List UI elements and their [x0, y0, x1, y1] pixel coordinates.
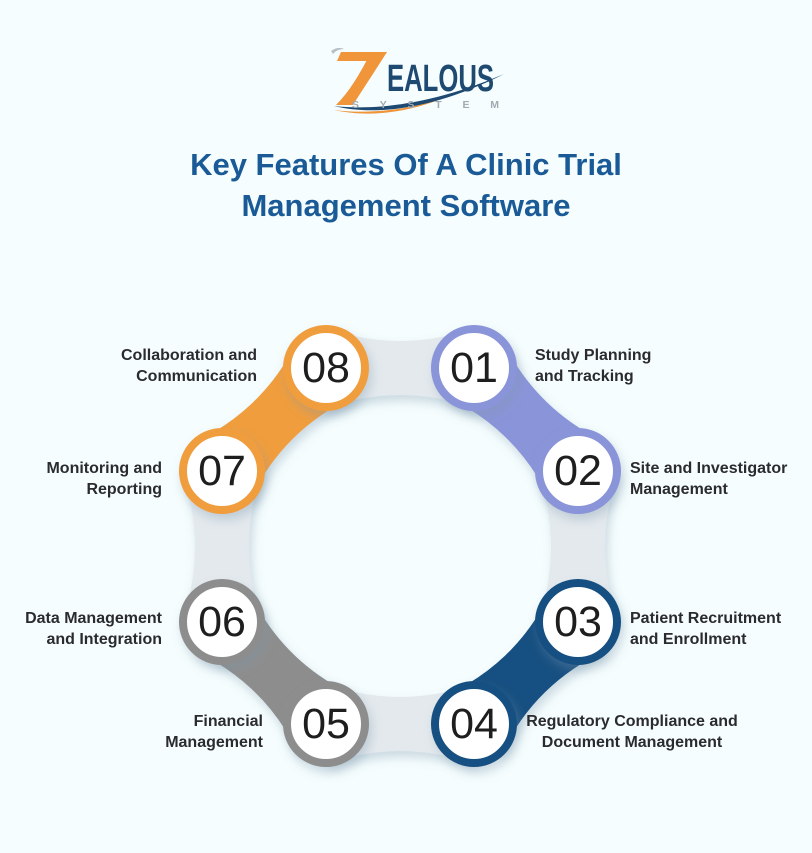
node-circle-02: [535, 428, 621, 514]
page-title: Key Features Of A Clinic Trial Managemen…: [190, 147, 622, 223]
logo-wordmark: EALOUS: [387, 58, 494, 100]
node-circle-07: [179, 428, 265, 514]
node-label-07: Monitoring and Reporting: [46, 460, 162, 498]
connector-ring: [182, 328, 618, 764]
node-label-06: Data Management and Integration: [25, 610, 162, 648]
node-circle-05: [283, 681, 369, 767]
logo-swoosh-orange-icon: [334, 99, 441, 114]
node-number-07: 07: [198, 446, 246, 495]
logo-z-diagonal-icon: [336, 52, 387, 105]
node-circle-06: [179, 579, 265, 665]
node-circle-08: [283, 325, 369, 411]
node-circle-01: [431, 325, 517, 411]
zealous-logo: EALOUS SYSTEM: [317, 44, 507, 114]
node-label-08: Collaboration and Communication: [121, 347, 257, 385]
node-label-03: Patient Recruitment and Enrollment: [630, 610, 782, 648]
node-number-06: 06: [198, 597, 246, 646]
node-label-05: Financial Management: [165, 713, 263, 751]
logo-swoosh-navy-icon: [334, 74, 504, 111]
node-label-02: Site and Investigator Management: [630, 460, 788, 498]
zealous-logo-graphic: EALOUS SYSTEM: [331, 47, 504, 114]
node-number-08: 08: [302, 343, 350, 392]
node-number-04: 04: [450, 699, 498, 748]
logo-mark-accent: [331, 47, 344, 54]
node-number-01: 01: [450, 343, 498, 392]
node-number-05: 05: [302, 699, 350, 748]
node-circle-04: [431, 681, 517, 767]
node-number-02: 02: [554, 446, 602, 495]
node-circle-03: [535, 579, 621, 665]
node-label-01: Study Planning and Tracking: [535, 347, 652, 385]
node-label-04: Regulatory Compliance and Document Manag…: [526, 713, 738, 751]
node-number-03: 03: [554, 597, 602, 646]
